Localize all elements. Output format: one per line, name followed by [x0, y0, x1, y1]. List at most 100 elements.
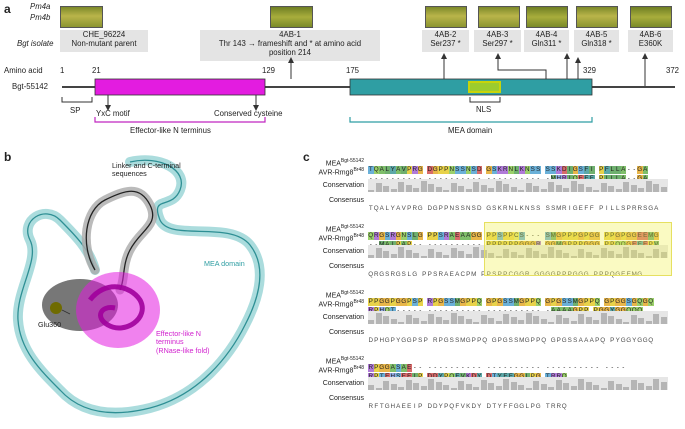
conservation-bar — [593, 255, 599, 258]
residue: - — [407, 175, 413, 183]
residue: P — [599, 271, 604, 278]
conservation-bar — [458, 381, 464, 390]
conservation-bar — [570, 386, 577, 390]
protein-label: Bgt-55142 — [12, 82, 48, 91]
isolate-box-4ab1: 4AB-1 Thr 143 → frameshift and * at amin… — [200, 30, 380, 61]
residue: N — [508, 166, 514, 174]
conservation-bar — [630, 250, 637, 258]
residue: - — [531, 232, 534, 239]
conservation-bar — [405, 380, 412, 390]
residue: - — [477, 307, 483, 315]
conservation-bar — [488, 253, 494, 258]
residue: K — [519, 205, 524, 212]
label-consensus-2: Consensus — [300, 329, 364, 336]
residue: P — [556, 271, 561, 278]
residue: T — [368, 205, 373, 212]
conservation-track — [368, 311, 668, 324]
residue: P — [583, 298, 589, 306]
conservation-track — [368, 179, 668, 192]
residue: Q — [373, 205, 379, 212]
residue: G — [486, 298, 492, 306]
residue: - — [455, 307, 461, 315]
residue: - — [466, 175, 472, 183]
conservation-bar — [585, 382, 592, 390]
conservation-bar — [435, 382, 442, 390]
residue: R — [390, 271, 396, 278]
isolate-name: CHE_96224 — [82, 30, 126, 39]
conservation-bar — [638, 253, 644, 258]
mea-bracket — [349, 117, 593, 123]
residue: H — [390, 403, 396, 410]
isolate-description: Ser297 * — [482, 39, 513, 48]
residue: G — [379, 232, 385, 240]
residue: G — [417, 166, 423, 174]
label-mea-3-text: MEA — [325, 358, 341, 366]
residue: R — [427, 298, 433, 306]
residue: G — [615, 271, 621, 278]
conservation-bar — [548, 247, 554, 258]
conservation-bar — [533, 251, 539, 258]
residue: G — [432, 166, 438, 174]
residue: P — [626, 205, 631, 212]
residue: S — [519, 232, 525, 240]
residue: P — [561, 232, 567, 240]
position-1: 1 — [60, 66, 65, 75]
conservation-bar — [398, 182, 404, 192]
residue: G — [620, 298, 626, 306]
residue: S — [536, 205, 541, 212]
conservation-bar — [525, 248, 532, 258]
residue: - — [455, 241, 461, 249]
residue: M — [454, 298, 460, 306]
conservation-bar — [435, 187, 442, 192]
residue: - — [546, 364, 549, 371]
mea-sequence-row: PPGGPGGPSP RPGSSMGPPQ GPGSSMGPPQ GPGSSMG… — [368, 290, 654, 306]
conservation-bar — [428, 184, 434, 192]
conservation-bar — [398, 322, 404, 324]
residue: G — [534, 271, 540, 278]
conservation-bar — [548, 387, 554, 390]
conservation-bar — [525, 183, 532, 192]
protein-schematic — [61, 53, 675, 123]
residue: I — [413, 403, 416, 410]
residue: F — [589, 205, 594, 212]
isolate-description-2: position 214 — [268, 48, 312, 57]
residue: R — [631, 205, 637, 212]
isolate-name: 4AB-1 — [279, 30, 301, 39]
conservation-bar — [518, 385, 524, 390]
conservation-bar — [608, 316, 614, 324]
isolate-box-4ab3: 4AB-3 Ser297 * — [474, 30, 521, 52]
residue: S — [471, 205, 476, 212]
residue: P — [530, 403, 535, 410]
residue: S — [491, 166, 497, 174]
residue: G — [524, 337, 530, 344]
residue: - — [419, 364, 422, 371]
conservation-bar — [608, 381, 614, 390]
conservation-bar — [600, 313, 607, 324]
residue: R — [390, 232, 396, 240]
isolate-description: Ser237 * — [430, 39, 461, 48]
residue: D — [471, 403, 477, 410]
residue: - — [616, 364, 619, 371]
residue: - — [427, 175, 433, 183]
conservation-bar — [653, 314, 659, 324]
residue: - — [407, 307, 413, 315]
residue: - — [590, 364, 593, 371]
residue: G — [615, 232, 621, 240]
residue: - — [428, 364, 431, 371]
residue: - — [568, 364, 571, 371]
label-consensus-1: Consensus — [300, 263, 364, 270]
residue: - — [449, 175, 455, 183]
residue: E — [449, 271, 454, 278]
residue: S — [573, 337, 578, 344]
residue: G — [578, 298, 584, 306]
residue: - — [466, 241, 472, 249]
residue: G — [519, 403, 525, 410]
residue: M — [513, 298, 519, 306]
residue: A — [589, 337, 594, 344]
residue: A — [642, 166, 648, 174]
label-avr-3-superscript: Br48 — [353, 365, 364, 371]
residue: - — [596, 364, 599, 371]
residue: M — [572, 298, 578, 306]
residue: L — [513, 166, 519, 174]
residue: - — [537, 364, 540, 371]
